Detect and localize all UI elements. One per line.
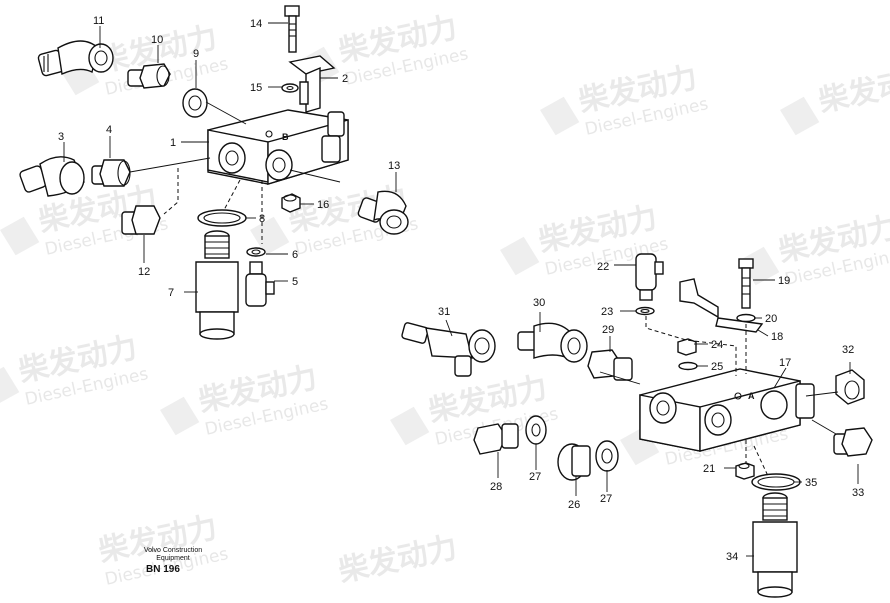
svg-text:柴发动力: 柴发动力 — [816, 60, 890, 119]
caption-code: BN 196 — [146, 564, 180, 575]
callout-21: 21 — [703, 463, 715, 475]
callout-8: 8 — [259, 213, 265, 225]
callout-11: 11 — [93, 15, 104, 27]
callout-9: 9 — [193, 48, 199, 60]
part-33-nipple — [833, 427, 873, 457]
part-11-elbow — [37, 40, 114, 77]
part-12-nipple — [121, 205, 161, 235]
part-22-valve — [635, 253, 664, 301]
callout-23: 23 — [601, 306, 613, 318]
callout-31: 31 — [438, 306, 450, 318]
callout-17: 17 — [779, 357, 791, 369]
part-24-plug — [677, 338, 697, 356]
callout-7: 7 — [168, 287, 174, 299]
part-20-washer — [736, 313, 756, 323]
callout-14: 14 — [250, 18, 262, 30]
part-27-washer-b — [595, 440, 619, 472]
callout-4: 4 — [106, 124, 112, 136]
part-2-bracket — [288, 55, 336, 113]
svg-text:柴发动力: 柴发动力 — [336, 530, 461, 589]
callout-2: 2 — [342, 73, 348, 85]
part-18-bracket — [679, 278, 764, 333]
callout-numbers: 11 10 9 14 2 15 3 4 1 13 16 8 12 6 5 7 2… — [58, 15, 864, 563]
part-5-check-valve — [245, 261, 275, 307]
part-3-elbow — [19, 156, 85, 197]
part-19-bolt — [738, 258, 754, 309]
callout-15: 15 — [250, 82, 262, 94]
part-26-plug — [557, 443, 591, 481]
part-29-nipple — [587, 349, 633, 381]
part-9-washer — [182, 88, 208, 118]
part-34-filter — [752, 492, 798, 598]
part-35-o-ring — [751, 473, 801, 491]
svg-text:B: B — [282, 132, 289, 142]
svg-text:A: A — [748, 391, 755, 401]
lower-assembly: A — [401, 253, 873, 598]
callout-35: 35 — [805, 477, 817, 489]
callout-12: 12 — [138, 266, 150, 278]
part-4-nipple — [91, 159, 131, 187]
part-23-washer — [635, 306, 655, 316]
part-27-washer-a — [525, 415, 547, 445]
part-31-fitting — [401, 322, 496, 377]
watermark: 柴发动力 Diesel-Engines 柴发动力 Diesel-Engines … — [0, 10, 890, 590]
callout-30: 30 — [533, 297, 545, 309]
part-6-washer — [246, 247, 266, 257]
part-15-washer — [281, 83, 299, 93]
part-28-plug — [473, 423, 519, 455]
part-13-elbow — [357, 190, 409, 235]
callout-19: 19 — [778, 275, 790, 287]
part-14-bolt — [284, 5, 300, 53]
callout-27a: 27 — [529, 471, 541, 483]
callout-1: 1 — [170, 137, 176, 149]
caption-block: Volvo Construction Equipment BN 196 — [128, 547, 218, 577]
part-1-valve-block: B — [207, 109, 349, 185]
callout-32: 32 — [842, 344, 854, 356]
part-8-o-ring — [197, 209, 247, 227]
callout-26: 26 — [568, 499, 580, 511]
caption-company: Volvo Construction — [143, 547, 203, 554]
part-21-plug — [735, 462, 755, 480]
part-25-washer — [678, 361, 698, 371]
callout-33: 33 — [852, 487, 864, 499]
callout-20: 20 — [765, 313, 777, 325]
callout-3: 3 — [58, 131, 64, 143]
callout-25: 25 — [711, 361, 723, 373]
caption-subtitle: Equipment — [156, 555, 190, 562]
part-32-nut — [835, 369, 865, 405]
callout-29: 29 — [602, 324, 614, 336]
part-30-elbow — [517, 322, 588, 363]
part-17-valve-block: A — [639, 368, 815, 452]
upper-assembly: B — [19, 5, 409, 340]
callout-24: 24 — [711, 339, 723, 351]
callout-6: 6 — [292, 249, 298, 261]
callout-28: 28 — [490, 481, 502, 493]
callout-34: 34 — [726, 551, 738, 563]
callout-22: 22 — [597, 261, 609, 273]
callout-10: 10 — [151, 34, 163, 46]
part-16-plug — [281, 193, 301, 213]
callout-16: 16 — [317, 199, 329, 211]
part-7-filter — [195, 230, 239, 340]
callout-18: 18 — [771, 331, 783, 343]
callout-27b: 27 — [600, 493, 612, 505]
part-10-nipple — [127, 63, 171, 89]
callout-5: 5 — [292, 276, 298, 288]
callout-13: 13 — [388, 160, 400, 172]
